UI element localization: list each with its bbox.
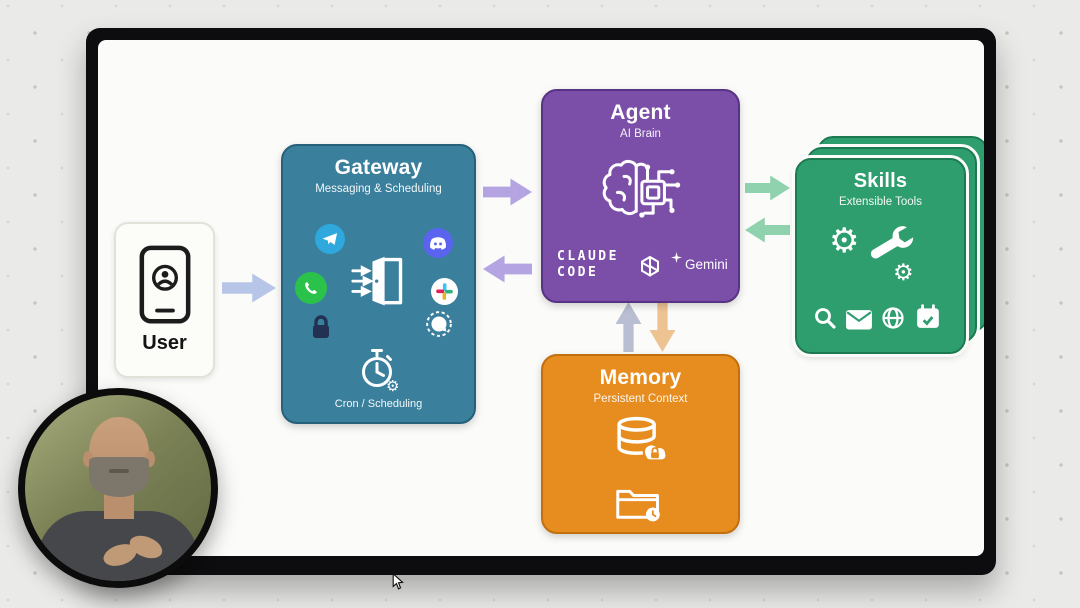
gateway-footer: Cron / Scheduling (334, 398, 423, 410)
skills-node: Skills Extensible Tools ⚙ ⚙ (792, 155, 969, 357)
agent-logos-row: CLAUDE CODE Gemini (543, 245, 738, 293)
globe-icon (882, 307, 904, 329)
arrow-agent-to-gateway (483, 255, 532, 283)
slack-icon (431, 278, 458, 305)
gemini-logo: Gemini (671, 252, 728, 272)
mail-icon (846, 310, 872, 330)
claude-code-logo: CLAUDE CODE (557, 249, 619, 280)
presenter-webcam (18, 388, 218, 588)
svg-text:⚙: ⚙ (386, 377, 399, 392)
wrench-icon (870, 226, 914, 259)
claude-logo-line1: CLAUDE (557, 249, 619, 264)
memory-title: Memory (599, 366, 682, 389)
arrow-skills-to-agent (745, 217, 790, 243)
arrow-agent-to-memory (649, 302, 676, 352)
claude-logo-line2: CODE (557, 264, 599, 280)
skills-title: Skills (853, 170, 908, 192)
tools-cluster: ⚙ ⚙ (827, 222, 937, 294)
mouse-cursor (392, 573, 404, 590)
whatsapp-icon (295, 272, 327, 304)
user-node: User (114, 222, 215, 378)
skills-icon-row (797, 304, 964, 334)
gateway-door-icon (350, 254, 408, 313)
presenter-ear (83, 451, 93, 467)
database-lock-icon (613, 416, 669, 475)
arrow-agent-to-skills (745, 175, 790, 201)
arrow-memory-to-agent (615, 302, 642, 352)
gateway-subtitle: Messaging & Scheduling (315, 183, 442, 195)
signal-icon (425, 310, 453, 343)
arrow-gateway-to-agent (483, 178, 532, 206)
gemini-label: Gemini (685, 257, 728, 272)
lock-icon (309, 314, 333, 347)
agent-node: Agent AI Brain (541, 89, 740, 303)
sparkle-icon (671, 252, 682, 263)
skills-subtitle: Extensible Tools (839, 196, 922, 208)
memory-subtitle: Persistent Context (593, 393, 688, 405)
diagram-canvas: User Gateway Messaging & Scheduling (98, 40, 984, 556)
agent-subtitle: AI Brain (620, 128, 661, 140)
user-label: User (142, 332, 187, 355)
folder-clock-icon (615, 484, 663, 528)
memory-node: Memory Persistent Context (541, 354, 740, 534)
arrow-user-to-gateway (222, 273, 276, 303)
discord-icon (423, 228, 453, 258)
gear-icon: ⚙ (829, 221, 860, 261)
gear-icon: ⚙ (893, 260, 914, 286)
gateway-title: Gateway (334, 156, 423, 179)
gateway-node: Gateway Messaging & Scheduling (281, 144, 476, 424)
presenter-beard (89, 457, 149, 497)
openai-logo (637, 254, 663, 285)
monitor-frame: User Gateway Messaging & Scheduling (86, 28, 996, 590)
presenter-ear (145, 451, 155, 467)
calendar-check-icon (917, 304, 939, 328)
telegram-icon (315, 224, 345, 254)
cron-timer-icon: ⚙ (357, 346, 401, 397)
search-icon (815, 308, 836, 329)
brain-chip-icon (593, 153, 687, 237)
presenter-mouth (109, 469, 129, 473)
smartphone-contact-icon (139, 245, 190, 324)
agent-title: Agent (610, 101, 671, 124)
